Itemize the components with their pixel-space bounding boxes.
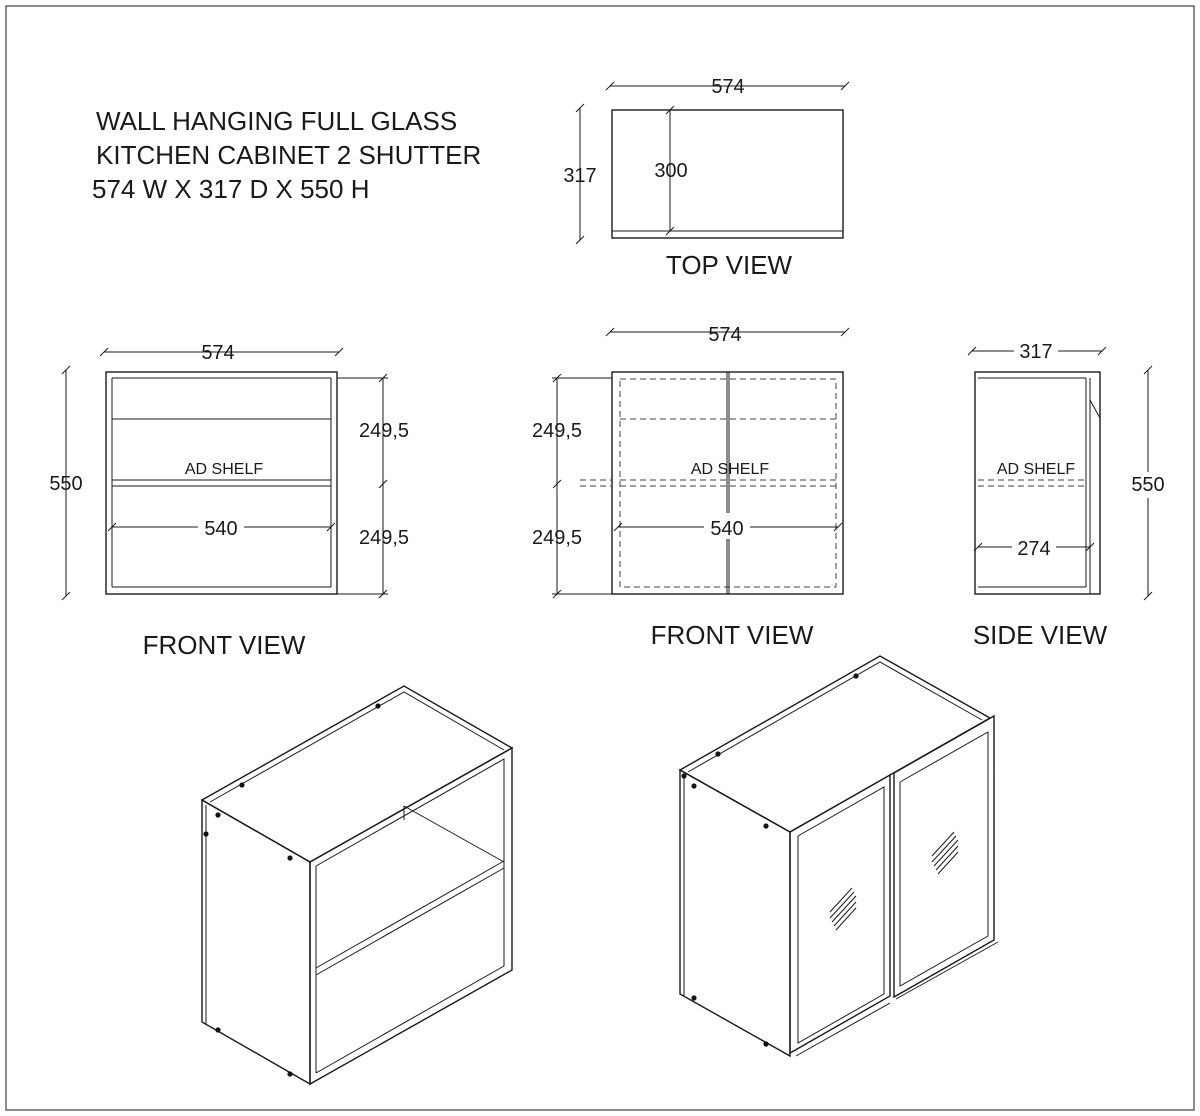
top-view-width-label: 574 bbox=[711, 76, 744, 98]
top-view-depth-label: 317 bbox=[563, 165, 596, 187]
front-open-view-label: FRONT VIEW bbox=[143, 630, 306, 660]
isometric-shutter-cabinet bbox=[678, 655, 999, 1058]
front-shutter-view-label: FRONT VIEW bbox=[651, 620, 814, 650]
front-open-inner-width-label: 540 bbox=[204, 518, 237, 540]
glass-reflection-marks-door-2 bbox=[931, 831, 959, 875]
front-shutter-width-label: 574 bbox=[708, 324, 741, 346]
sheet-border bbox=[5, 5, 1195, 1111]
front-view-open: AD SHELF 574 550 249,5 249,5 540 FRONT V… bbox=[49, 342, 409, 660]
title-line-1: WALL HANGING FULL GLASS bbox=[96, 106, 457, 136]
isometric-open-cabinet bbox=[200, 685, 514, 1086]
title-line-2: KITCHEN CABINET 2 SHUTTER bbox=[96, 140, 481, 170]
glass-reflection-marks-door-1 bbox=[829, 887, 857, 931]
top-view-inner-depth-label: 300 bbox=[654, 160, 687, 182]
title-line-3: 574 W X 317 D X 550 H bbox=[92, 174, 369, 204]
side-view-shelf-label: AD SHELF bbox=[997, 461, 1075, 478]
top-view-outline bbox=[611, 109, 844, 239]
side-view-depth-label: 317 bbox=[1019, 341, 1052, 363]
side-view-label: SIDE VIEW bbox=[973, 620, 1108, 650]
side-view-outline bbox=[974, 371, 1101, 595]
front-open-height-label: 550 bbox=[49, 473, 82, 495]
side-view-inner-depth-label: 274 bbox=[1017, 538, 1050, 560]
front-shutter-shelf-label: AD SHELF bbox=[691, 461, 769, 478]
top-view-label: TOP VIEW bbox=[666, 250, 793, 280]
front-shutter-upper-section-label: 249,5 bbox=[532, 420, 582, 442]
front-open-upper-section-label: 249,5 bbox=[359, 420, 409, 442]
front-open-lower-section-label: 249,5 bbox=[359, 527, 409, 549]
front-shutter-inner-width-label: 540 bbox=[710, 518, 743, 540]
top-view: 574 317 300 TOP VIEW bbox=[563, 76, 850, 280]
side-view: AD SHELF 317 550 274 SIDE VIEW bbox=[967, 338, 1170, 650]
front-open-outline bbox=[105, 371, 338, 595]
front-open-shelf-label: AD SHELF bbox=[185, 461, 263, 478]
front-view-shutter: AD SHELF 574 249,5 249,5 540 FRONT VIEW bbox=[532, 324, 850, 650]
front-shutter-lower-section-label: 249,5 bbox=[532, 527, 582, 549]
side-view-height-label: 550 bbox=[1131, 474, 1164, 496]
front-open-width-label: 574 bbox=[201, 342, 234, 364]
